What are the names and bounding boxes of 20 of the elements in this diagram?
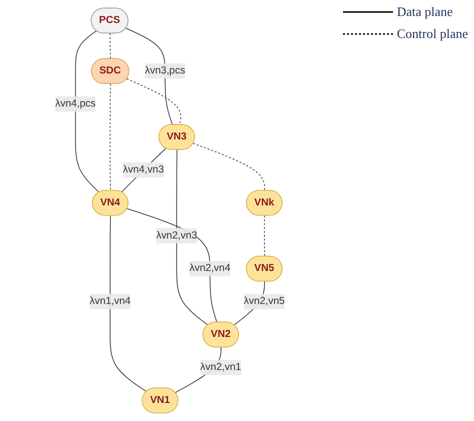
connector xyxy=(110,215,147,392)
connector xyxy=(176,149,208,326)
legend-label: Control plane xyxy=(396,26,468,42)
edge-label: λvn4,vn3 xyxy=(122,164,164,176)
edge-label: λvn2,vn4 xyxy=(189,262,230,274)
legend-label: Data plane xyxy=(396,4,453,20)
connector xyxy=(110,84,111,192)
connector xyxy=(75,30,100,193)
edge-label: λvn1,vn4 xyxy=(90,296,131,307)
edge-label: λvn3,pcs xyxy=(144,65,186,76)
edge-label: λvn4,pcs xyxy=(55,98,96,110)
connector xyxy=(192,143,265,192)
connector xyxy=(110,33,111,60)
connector xyxy=(126,208,218,323)
connector xyxy=(264,215,265,257)
edge-label: λvn2,vn5 xyxy=(244,296,285,307)
connector xyxy=(126,78,182,126)
edge-label: λvn2,vn1 xyxy=(200,362,242,373)
connector xyxy=(121,148,166,192)
edge-label: λvn2,vn3 xyxy=(156,230,198,241)
